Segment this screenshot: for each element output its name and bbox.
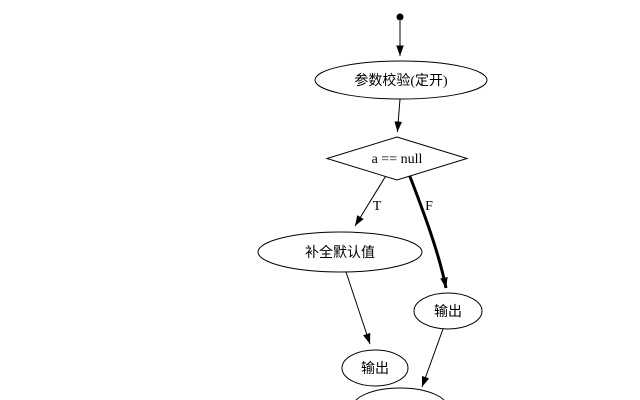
edges	[345, 21, 448, 388]
edge-labels: T F	[373, 199, 433, 214]
node-validate-label: 参数校验(定开)	[354, 72, 448, 89]
node-output-right-shape	[413, 292, 483, 330]
node-output-right: 输出	[413, 292, 483, 330]
node-fill-default-label: 补全默认值	[305, 244, 375, 261]
node-fill-default-shape	[257, 231, 423, 273]
node-output-left-label: 输出	[361, 361, 389, 377]
edge-condition-to-filldefault	[354, 173, 388, 227]
start-point-node	[396, 13, 404, 21]
node-validate-shape	[314, 60, 488, 100]
edge-outputright-to-bottom	[421, 328, 444, 388]
edge-label-false: F	[425, 199, 433, 214]
node-validate: 参数校验(定开)	[314, 60, 488, 100]
node-condition-label: a == null	[372, 152, 423, 167]
node-output-left-shape	[341, 349, 409, 387]
edge-filldefault-to-outputleft	[345, 271, 371, 345]
node-fill-default: 补全默认值	[257, 231, 423, 273]
nodes: 参数校验(定开) a == null 补全默认值 输出 输出	[257, 13, 488, 400]
edge-condition-to-outputright	[407, 173, 448, 289]
node-condition-shape	[325, 136, 469, 181]
node-output-left: 输出	[341, 349, 409, 387]
node-output-right-label: 输出	[434, 304, 462, 320]
node-condition: a == null	[325, 136, 469, 181]
node-bottom-partial-shape	[355, 387, 445, 400]
edge-validate-to-condition	[394, 98, 403, 133]
edge-label-true: T	[373, 199, 382, 214]
